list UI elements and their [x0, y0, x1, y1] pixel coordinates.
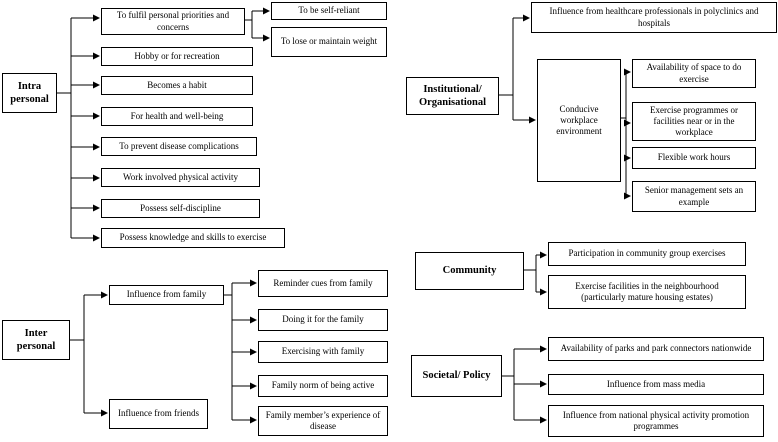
intrapersonal-subitem-self-reliant: To be self-reliant — [271, 2, 387, 20]
intrapersonal-subitem-weight: To lose or maintain weight — [271, 27, 387, 57]
interpersonal-item-friends: Influence from friends — [109, 399, 208, 429]
intrapersonal-item-self-discipline: Possess self-discipline — [101, 199, 260, 218]
institutional-item-healthcare: Influence from healthcare professionals … — [531, 2, 777, 33]
interpersonal-item-family: Influence from family — [109, 285, 224, 305]
societal-item-mass-media: Influence from mass media — [548, 374, 764, 395]
community-item-neighbourhood-facilities: Exercise facilities in the neighbourhood… — [548, 275, 746, 309]
workplace-item-senior-management: Senior management sets an example — [632, 181, 756, 212]
intrapersonal-item-hobby: Hobby or for recreation — [101, 47, 253, 66]
family-item-family-norm: Family norm of being active — [258, 375, 388, 397]
societal-item-national-programmes: Influence from national physical activit… — [548, 405, 764, 437]
community-item-group-exercises: Participation in community group exercis… — [548, 242, 746, 266]
intrapersonal-item-habit: Becomes a habit — [101, 76, 253, 95]
institutional-heading: Institutional/ Organisational — [406, 77, 499, 115]
workplace-item-space: Availability of space to do exercise — [632, 59, 756, 88]
family-item-doing-for-family: Doing it for the family — [258, 309, 388, 331]
intrapersonal-item-health: For health and well-being — [101, 107, 253, 126]
interpersonal-heading: Inter personal — [2, 320, 70, 360]
intrapersonal-item-prevent-complications: To prevent disease complications — [101, 137, 257, 156]
family-item-reminder-cues: Reminder cues from family — [258, 270, 388, 297]
intrapersonal-heading: Intra personal — [2, 73, 57, 113]
intrapersonal-item-knowledge-skills: Possess knowledge and skills to exercise — [101, 228, 285, 248]
family-item-disease-experience: Family member’s experience of disease — [258, 406, 388, 436]
intrapersonal-item-work-activity: Work involved physical activity — [101, 168, 260, 187]
institutional-item-workplace: Conducive workplace environment — [537, 59, 621, 182]
workplace-item-programmes: Exercise programmes or facilities near o… — [632, 102, 756, 141]
workplace-item-flexible-hours: Flexible work hours — [632, 147, 756, 169]
family-item-exercising-with-family: Exercising with family — [258, 341, 388, 363]
societal-heading: Societal/ Policy — [411, 355, 502, 397]
societal-item-parks: Availability of parks and park connector… — [548, 337, 764, 361]
community-heading: Community — [415, 252, 524, 290]
intrapersonal-item-personal-priorities: To fulfil personal priorities and concer… — [101, 8, 245, 35]
